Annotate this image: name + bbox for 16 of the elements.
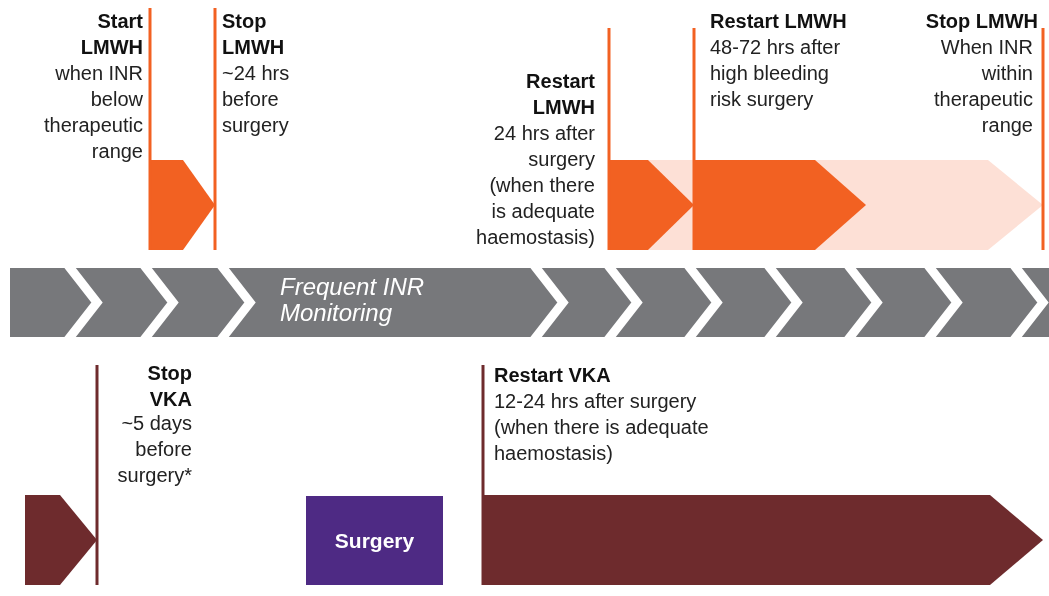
step-heading: Stop LMWH [924, 9, 1038, 34]
step-note: When INR within therapeutic range [933, 35, 1033, 138]
box-label: Surgery [333, 529, 416, 553]
step-heading: Stop VKA [146, 361, 192, 412]
step-note: 12-24 hrs after surgery (when there is adequate haemostasis) [494, 389, 710, 466]
step-note: 48-72 hrs after high bleeding risk surgery [710, 35, 842, 112]
step-note: when INR below therapeutic range [43, 61, 143, 164]
step-note: ~24 hrs before surgery [222, 61, 291, 138]
band-label: Frequent INR Monitoring [280, 274, 426, 326]
step-heading: Restart LMWH [525, 69, 595, 120]
step-heading: Start LMWH [79, 9, 143, 60]
step-note: ~5 days before surgery* [116, 411, 192, 488]
step-heading: Restart VKA [494, 363, 612, 388]
step-note: 24 hrs after surgery (when there is adequate haemostasis) [475, 121, 595, 250]
step-heading: Stop LMWH [222, 9, 286, 60]
step-heading: Restart LMWH [710, 9, 848, 34]
